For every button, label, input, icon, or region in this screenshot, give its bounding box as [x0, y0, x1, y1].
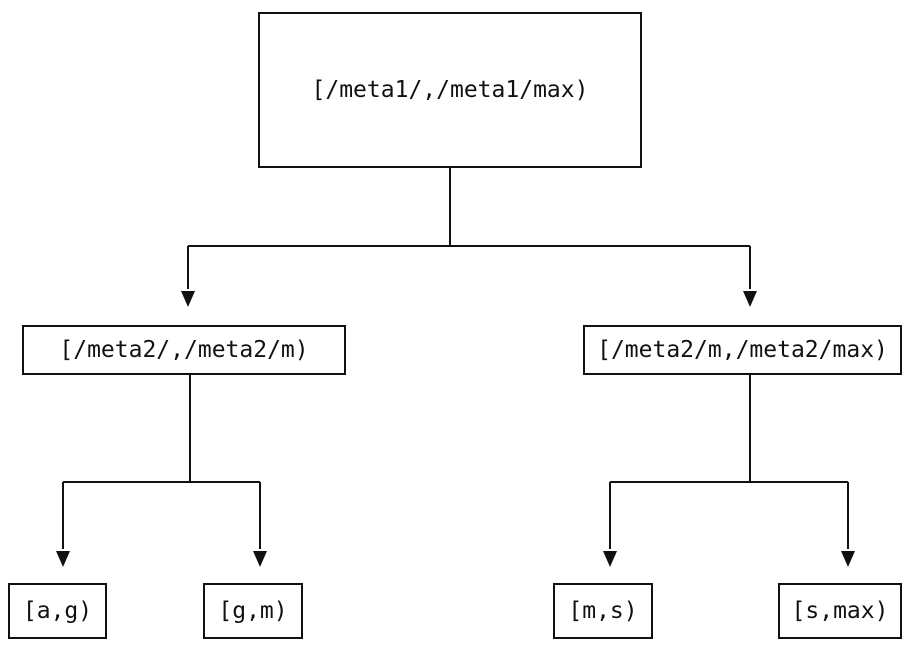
node-leaf-m-s: [m,s)	[553, 583, 653, 639]
node-leaf-s-max: [s,max)	[778, 583, 902, 639]
node-right-range: [/meta2/m,/meta2/max)	[583, 325, 902, 375]
node-root: [/meta1/,/meta1/max)	[258, 12, 642, 168]
arrow-down-icon	[181, 291, 195, 307]
arrow-down-icon	[253, 551, 267, 567]
node-leaf-a-g: [a,g)	[8, 583, 107, 639]
arrow-down-icon	[603, 551, 617, 567]
connector-left-to-leaves	[56, 375, 267, 567]
arrow-down-icon	[743, 291, 757, 307]
connector-root-to-level1	[181, 168, 757, 307]
arrow-down-icon	[841, 551, 855, 567]
arrow-down-icon	[56, 551, 70, 567]
node-leaf-g-m: [g,m)	[203, 583, 303, 639]
connector-right-to-leaves	[603, 375, 855, 567]
node-left-range: [/meta2/,/meta2/m)	[22, 325, 346, 375]
